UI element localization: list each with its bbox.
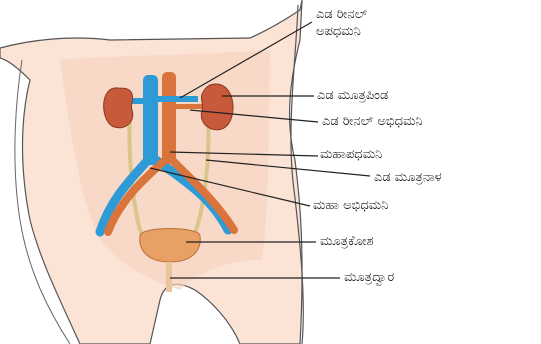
left-renal-vein bbox=[158, 96, 198, 102]
right-kidney bbox=[104, 88, 133, 128]
label-left-renal-vein-line1: ಎಡ ರೀನಲ್ bbox=[316, 7, 367, 22]
aorta bbox=[162, 72, 176, 164]
label-left-ureter: ಎಡ ಮೂತ್ರನಾಳ bbox=[374, 170, 442, 186]
label-vena-cava: ಮಹಾಪಧಮನಿ bbox=[320, 147, 382, 163]
urethra bbox=[166, 262, 172, 292]
urinary-bladder bbox=[140, 229, 200, 263]
label-aorta: ಮಹಾ ಅಭಿಧಮನಿ bbox=[313, 198, 388, 214]
label-urethra: ಮೂತ್ರದ್ವಾರ bbox=[344, 270, 394, 286]
label-left-renal-vein-line2: ಅಪಧಮನಿ bbox=[316, 24, 361, 39]
label-left-renal-artery: ಎಡ ರೀನಲ್ ಅಭಿಧಮನಿ bbox=[322, 114, 423, 130]
left-renal-artery bbox=[172, 104, 202, 109]
label-bladder: ಮೂತ್ರಕೋಶ bbox=[320, 234, 374, 250]
inferior-vena-cava bbox=[143, 75, 158, 165]
label-left-renal-vein: ಎಡ ರೀನಲ್ ಅಪಧಮನಿ bbox=[316, 6, 446, 40]
left-kidney bbox=[201, 84, 233, 130]
label-left-kidney: ಎಡ ಮೂತ್ರಪಿಂಡ bbox=[317, 88, 388, 104]
